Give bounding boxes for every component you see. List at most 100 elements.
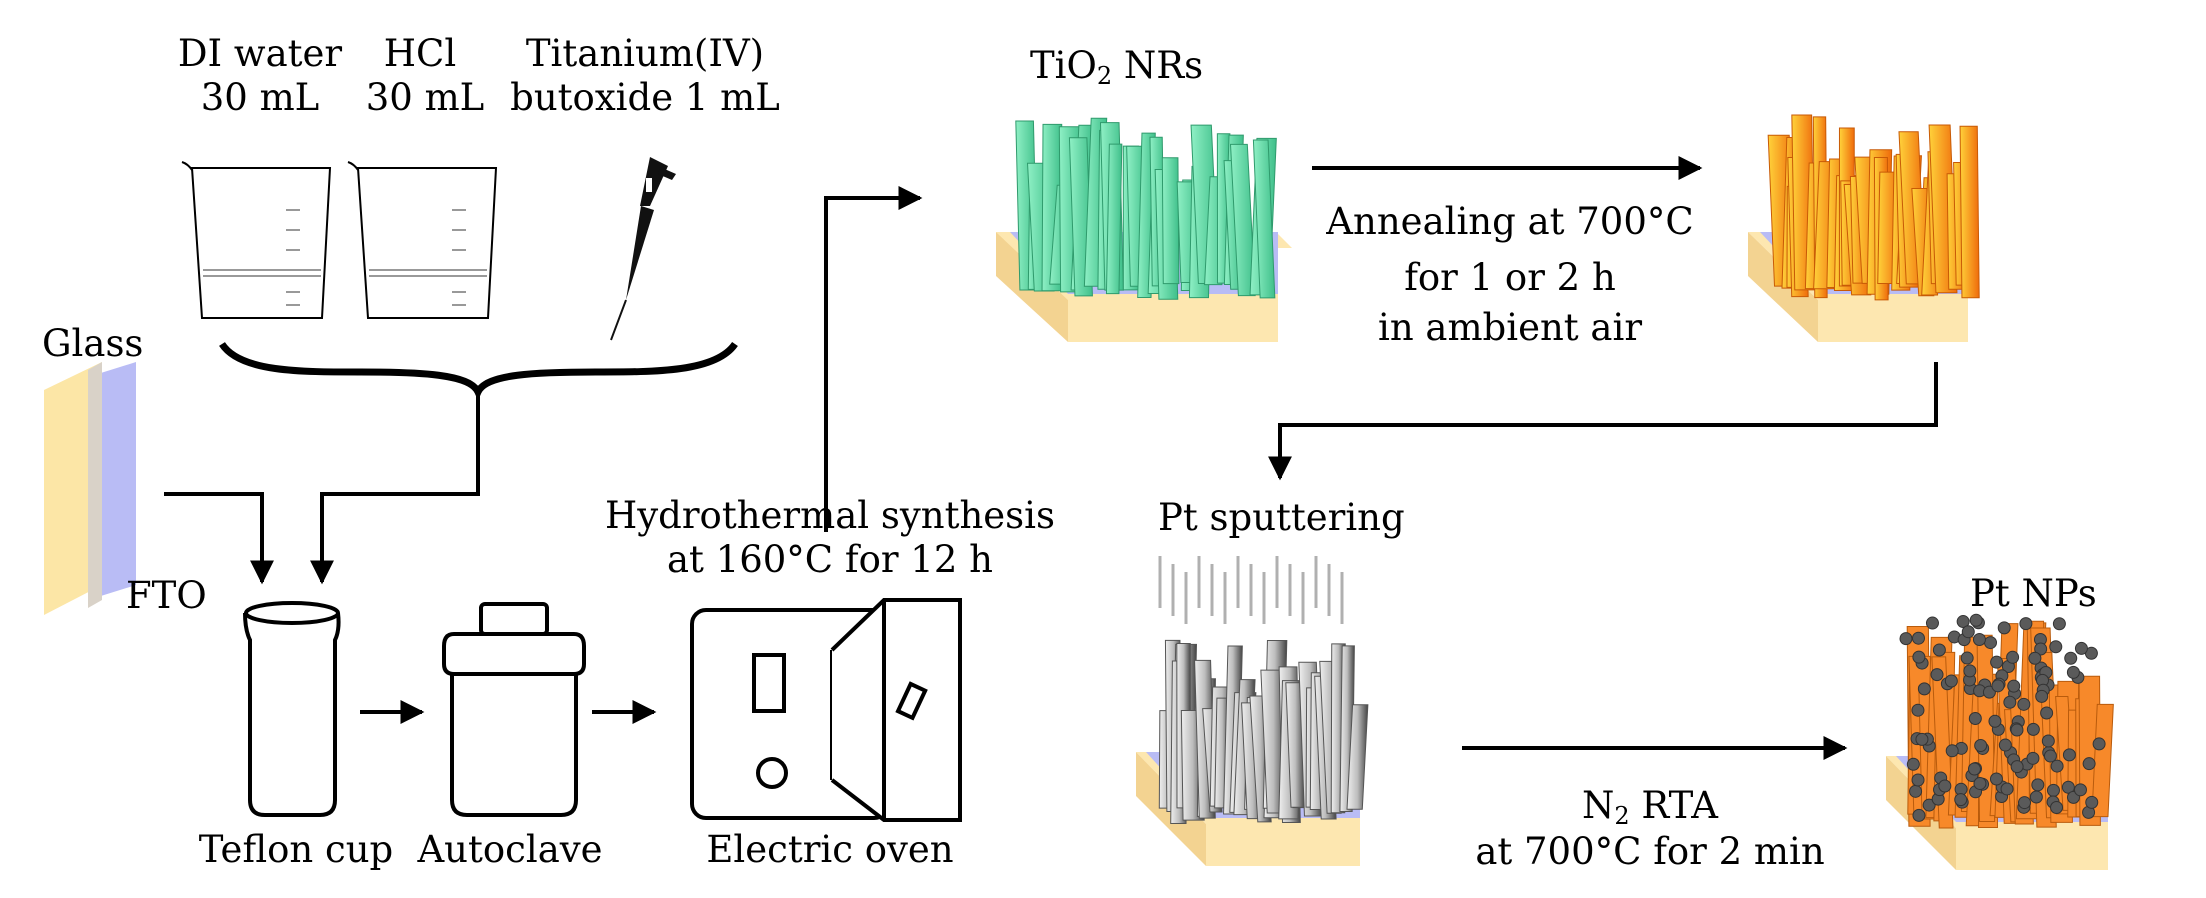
pt-nanoparticle <box>1945 744 1959 758</box>
nanorod <box>1105 143 1123 295</box>
pt-nanoparticle <box>2007 679 2021 693</box>
pt-nanoparticle <box>1960 651 1974 665</box>
pt-nanoparticle <box>1997 621 2011 635</box>
pt-nanoparticle <box>1984 636 1998 650</box>
pt-nanoparticle <box>2034 642 2048 656</box>
pt-nanoparticle <box>2026 751 2040 765</box>
hcl-volume: 30 mL <box>365 76 485 119</box>
nanorod <box>1252 139 1276 299</box>
sputtered-nanorods <box>1158 639 1369 825</box>
nanorod <box>1229 143 1256 297</box>
pt-nanoparticle <box>1956 615 1970 629</box>
pt-nanoparticle <box>1911 703 1925 717</box>
fto-label: FTO <box>126 574 207 617</box>
hydrothermal-line2: at 160°C for 12 h <box>667 538 993 581</box>
pt-nanoparticle <box>2000 782 2014 796</box>
pt-nanoparticle <box>2073 783 2087 797</box>
electric-oven-icon <box>690 598 962 822</box>
pt-nanoparticle <box>2050 759 2064 773</box>
pt-nanoparticle <box>2046 783 2060 797</box>
pt-nanoparticle <box>2050 800 2064 814</box>
pt-nanoparticle <box>1932 643 1946 657</box>
pt-nanoparticle <box>1925 616 1939 630</box>
autoclave-icon <box>442 602 586 817</box>
pt-sputtering-label: Pt sputtering <box>1158 496 1405 539</box>
pt-decorated-nanorods <box>1906 620 2114 829</box>
pt-nanoparticle <box>2062 748 2076 762</box>
pt-nanoparticle <box>1967 762 1981 776</box>
glass-fto-substrate <box>44 362 136 615</box>
rta-line1: N2 RTA <box>1581 784 1718 830</box>
pt-nanoparticle <box>1961 625 1975 639</box>
pt-nanoparticle <box>2049 640 2063 654</box>
pt-nanoparticles <box>1899 613 2106 822</box>
pt-nanoparticle <box>2018 796 2032 810</box>
autoclave-label: Autoclave <box>417 828 603 871</box>
pt-nanoparticle <box>1917 682 1931 696</box>
pt-nanoparticle <box>2010 723 2024 737</box>
pt-nanoparticle <box>2017 697 2031 711</box>
hcl-name: HCl <box>383 32 457 75</box>
pt-nanoparticle <box>1906 757 1920 771</box>
annealed-nanorods <box>1767 114 1980 301</box>
pt-nanoparticle <box>2092 737 2106 751</box>
pt-nanoparticle <box>2026 722 2040 736</box>
pt-nanoparticle <box>2040 706 2054 720</box>
pt-nanoparticle <box>2019 617 2033 631</box>
pt-nanoparticle <box>2085 795 2099 809</box>
brace-shape <box>219 341 738 401</box>
annealed-to-sputter-arrow <box>1268 362 1938 481</box>
pt-nanoparticle <box>1991 679 2005 693</box>
pt-nanoparticle <box>1990 655 2004 669</box>
water-volume: 30 mL <box>200 76 320 119</box>
input-arrows <box>164 396 480 585</box>
hydrothermal-arrow <box>824 186 923 532</box>
hydrothermal-line1: Hydrothermal synthesis <box>605 494 1055 537</box>
pt-nanoparticle <box>2028 651 2042 665</box>
hcl-beaker <box>347 161 498 319</box>
pt-nanoparticle <box>1922 798 1936 812</box>
pt-nanoparticle <box>1912 808 1926 822</box>
pt-nanoparticle <box>2003 695 2017 709</box>
pt-nanoparticle <box>2052 617 2066 631</box>
glass-label: Glass <box>42 322 144 365</box>
pt-nanoparticle <box>1911 631 1925 645</box>
sputter-streaks <box>1158 556 1344 624</box>
pt-nanoparticle <box>1969 613 1983 627</box>
annealing-line3: in ambient air <box>1377 306 1643 349</box>
pt-nanoparticle <box>2066 665 2080 679</box>
rta-line2: at 700°C for 2 min <box>1475 830 1825 873</box>
pt-nanoparticle <box>1912 650 1926 664</box>
pt-nanoparticle <box>2010 760 2024 774</box>
pt-nanoparticle <box>1974 738 1988 752</box>
electric-oven-label: Electric oven <box>706 828 954 871</box>
tio2-nanorods <box>1015 117 1277 300</box>
pt-nps-label: Pt NPs <box>1970 572 2097 615</box>
teflon-cup-icon <box>243 601 341 817</box>
pt-nanoparticle <box>1915 732 1929 746</box>
annealing-line1: Annealing at 700°C <box>1326 200 1694 243</box>
nanorod <box>1161 157 1180 285</box>
pt-nanoparticle <box>2061 780 2075 794</box>
pt-nanoparticle <box>1963 664 1977 678</box>
titanium-volume: butoxide 1 mL <box>510 76 780 119</box>
pt-nanoparticle <box>1909 784 1923 798</box>
pt-nanoparticle <box>2006 650 2020 664</box>
tio2-nrs-label: TiO2 NRs <box>1030 44 1204 90</box>
teflon-cup-label: Teflon cup <box>198 828 394 871</box>
pipette-icon <box>610 157 676 341</box>
pt-nanoparticle <box>1954 793 1968 807</box>
pt-nanoparticle <box>2035 689 2049 703</box>
annealing-line2: for 1 or 2 h <box>1404 256 1616 299</box>
pt-nanoparticle <box>1944 674 1958 688</box>
pt-nanoparticle <box>1989 772 2003 786</box>
water-name: DI water <box>177 32 343 75</box>
pt-nanoparticle <box>1988 714 2002 728</box>
pt-nanoparticle <box>2064 651 2078 665</box>
pt-nanoparticle <box>1973 776 1987 790</box>
pt-nanoparticle <box>1911 773 1925 787</box>
pt-nanoparticle <box>2074 641 2088 655</box>
pt-nanoparticle <box>2041 734 2055 748</box>
pt-nanoparticle <box>1968 712 1982 726</box>
titanium-name: Titanium(IV) <box>525 32 765 75</box>
